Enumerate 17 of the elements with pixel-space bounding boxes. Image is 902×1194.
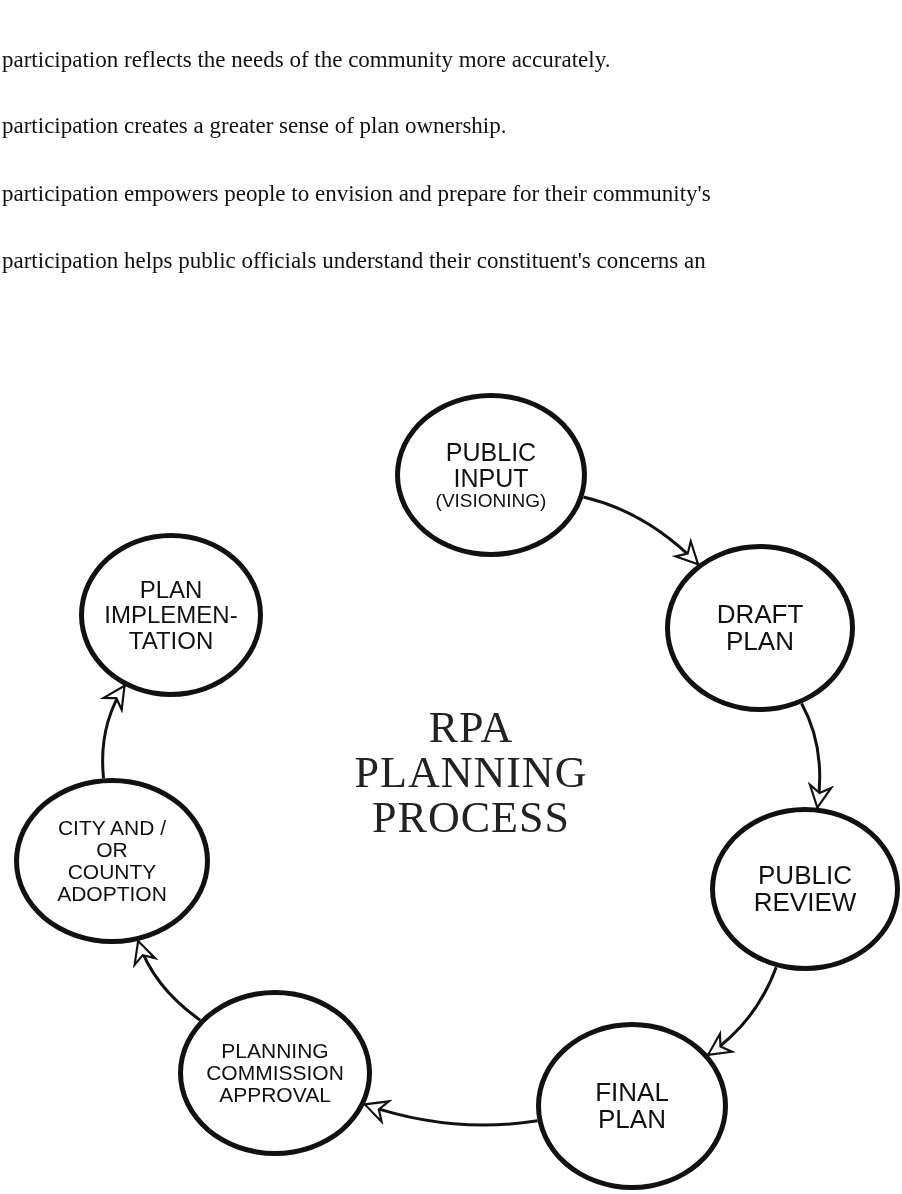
curved-arrow (800, 702, 832, 809)
step-label: PUBLIC INPUT (444, 438, 538, 492)
step-label: (VISIONING) (435, 491, 547, 512)
curved-arrow (583, 495, 700, 566)
step-label: PLANNING COMMISSION APPROVAL (205, 1039, 345, 1107)
step-label: PLAN IMPLEMEN- TATION (103, 577, 239, 653)
text-line: participation helps public officials understand their constituent's concerns an (2, 249, 706, 272)
text-line: participation creates a greater sense of plan ownership. (2, 114, 507, 137)
text-line: participation reflects the needs of the community more accurately. (2, 48, 611, 71)
curved-arrow (363, 1099, 538, 1127)
step-label: FINAL PLAN (594, 1078, 670, 1134)
step-label: CITY AND / OR COUNTY ADOPTION (56, 816, 168, 906)
curved-arrow (101, 684, 126, 779)
step-label: DRAFT PLAN (715, 600, 805, 656)
step-label: PUBLIC REVIEW (752, 861, 858, 917)
text-line: participation empowers people to envision and prepare for their community's (2, 182, 711, 205)
diagram-title: RPA PLANNING PROCESS (353, 706, 589, 841)
